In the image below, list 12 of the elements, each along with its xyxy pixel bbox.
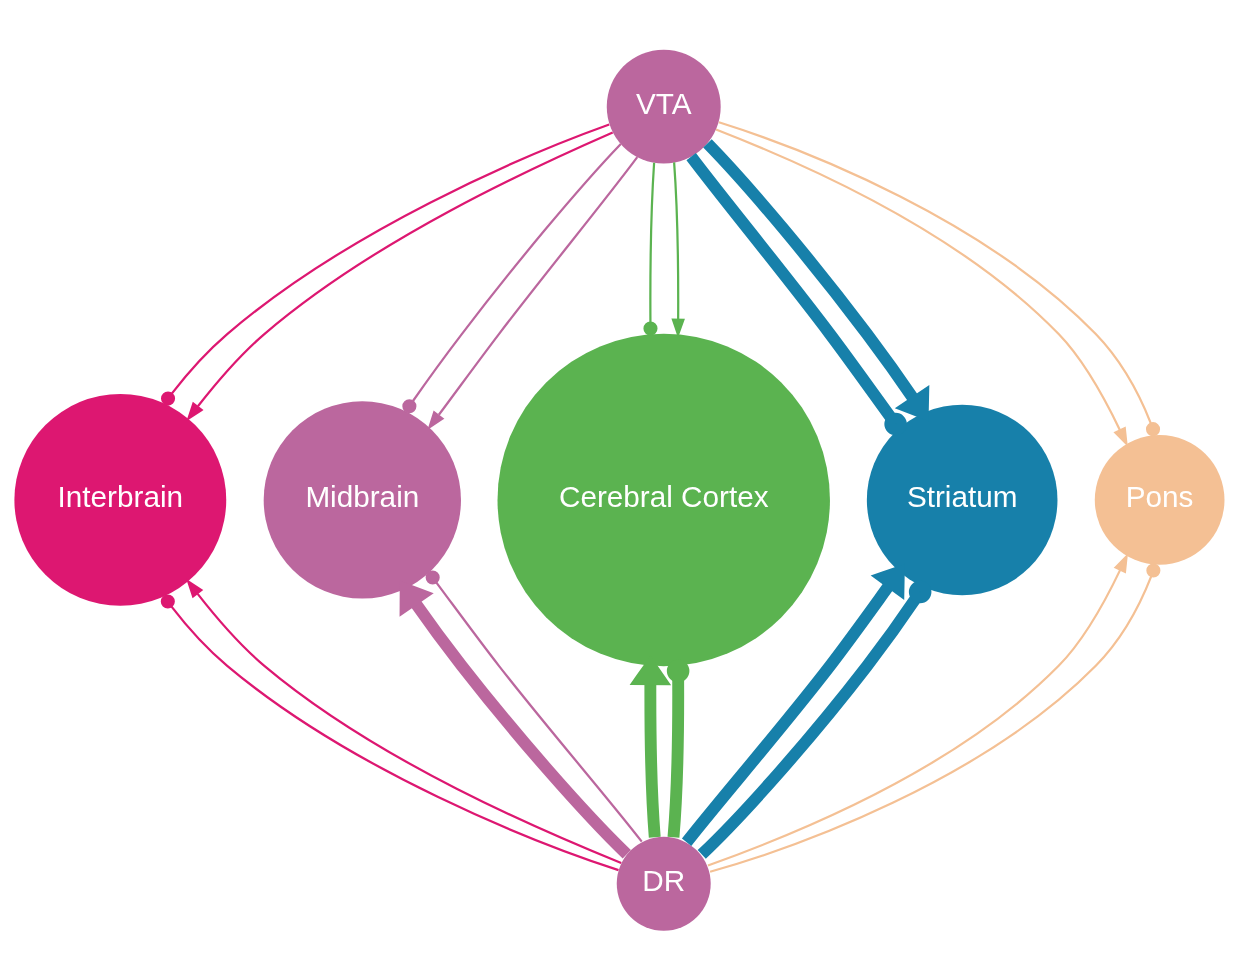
connector [425,570,643,842]
arrow [427,156,639,430]
node-circle: Pons [1094,434,1225,565]
connector [402,142,622,413]
node-circle: Cerebral Cortex [497,333,830,666]
node-circle: Striatum [866,404,1058,595]
connector [697,580,932,859]
arrow [671,161,685,338]
node-circle: DR [616,836,711,931]
connector [643,162,658,336]
connector [686,152,907,435]
node-circle: VTA [606,49,721,164]
